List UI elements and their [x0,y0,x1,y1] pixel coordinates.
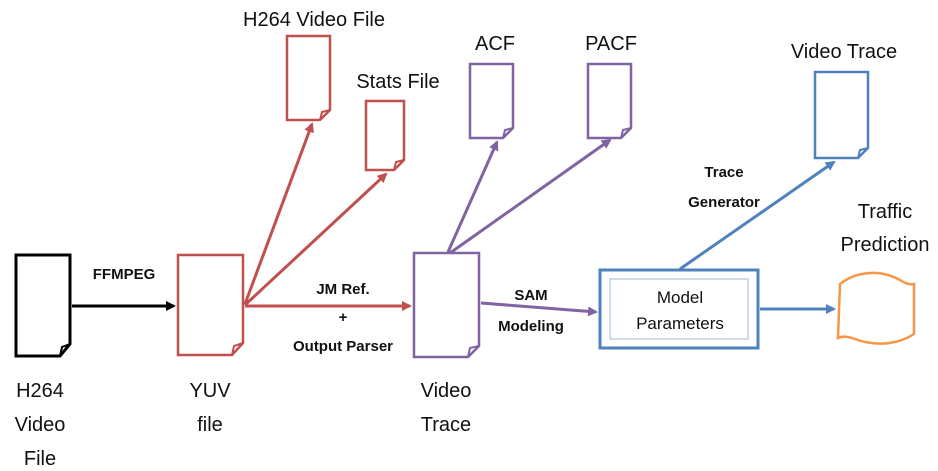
h264-input-label-line1: H264 [16,380,64,402]
sam-label-line1: SAM [514,287,547,304]
jm-ref-label-line3: Output Parser [293,338,393,355]
video-trace-label-line1: Video [421,380,472,402]
yuv-label-line1: YUV [189,380,231,402]
jm-ref-label-line1: JM Ref. [316,281,369,298]
yuv-to-stats-arrow [243,172,388,307]
traffic-prediction-node [836,271,916,345]
trace-to-acf-arrow [446,140,499,253]
sam-label-line2: Modeling [498,318,564,335]
yuv-label-line2: file [197,414,223,436]
h264-output-label: H264 Video File [243,9,385,31]
yuv-to-h264-arrow [243,122,314,305]
h264-video-file-output-node [285,34,332,122]
acf-file-node [468,62,515,140]
model-parameters-label-line2: Parameters [636,314,724,333]
traffic-prediction-label-line2: Prediction [841,234,930,256]
sam-modeling-arrow [480,301,598,317]
pacf-file-node [586,62,633,140]
trace-generator-arrow [679,160,836,271]
traffic-prediction-label-line1: Traffic [858,201,912,223]
video-trace-output-node [813,70,870,160]
h264-input-label-line3: File [24,448,56,470]
h264-input-file-node [14,253,72,358]
trace-generator-label-line1: Trace [704,164,743,181]
trace-to-pacf-arrow [449,138,612,255]
yuv-file-node [176,253,245,357]
ffmpeg-label: FFMPEG [93,266,156,283]
model-parameters-box [598,268,760,350]
video-trace-node [412,251,481,359]
model-parameters-label-line1: Model [657,288,703,307]
acf-label: ACF [475,33,515,55]
video-trace-label-line2: Trace [421,414,471,436]
pacf-label: PACF [585,33,637,55]
video-trace-output-label: Video Trace [791,41,897,63]
stats-file-label: Stats File [356,71,439,93]
trace-generator-label-line2: Generator [688,194,760,211]
h264-input-label-line2: Video [15,414,66,436]
stats-file-node [364,99,406,172]
jm-ref-label-line2: + [339,309,348,326]
